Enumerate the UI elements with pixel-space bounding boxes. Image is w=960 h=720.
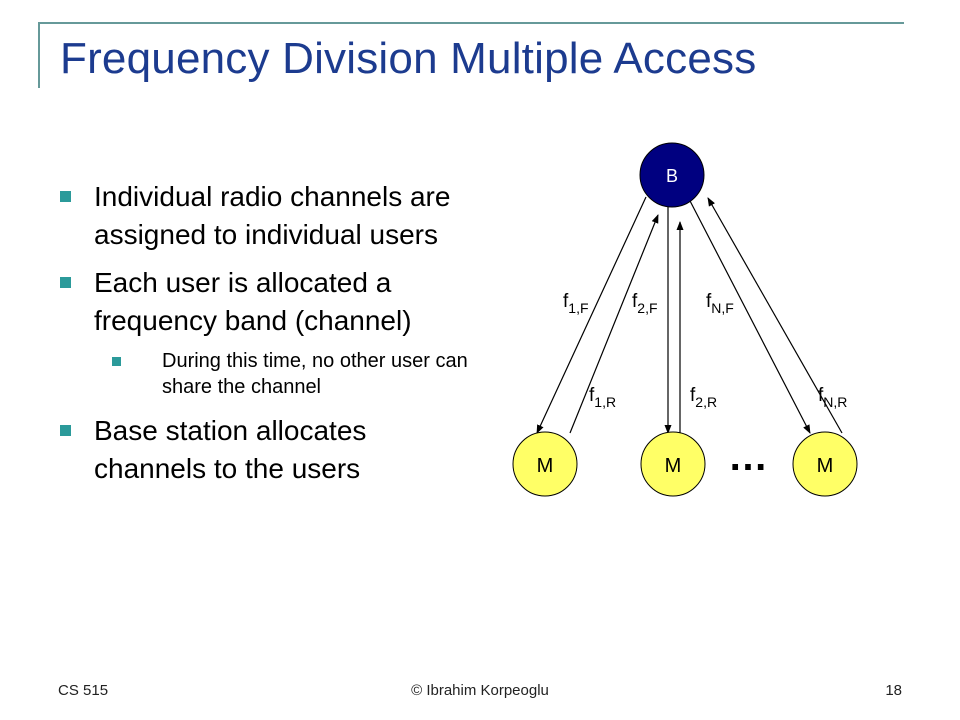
freq-label-sub: N,R [823, 394, 847, 410]
mobile-node [792, 431, 858, 497]
freq-label-main: f [818, 385, 824, 406]
freq-label-f2F: f2,F [632, 291, 658, 316]
link-fN-reverse [707, 197, 843, 434]
bullet-item: Individual radio channels are assigned t… [58, 178, 478, 254]
bullet-list: Individual radio channels are assigned t… [58, 178, 478, 498]
freq-label-main: f [563, 291, 569, 312]
freq-label-f2R: f2,R [690, 385, 717, 410]
freq-label-sub: 2,R [695, 394, 717, 410]
mobile-node [512, 431, 578, 497]
freq-label-main: f [632, 291, 638, 312]
footer-page-number: 18 [885, 682, 902, 699]
frame-vertical-line [38, 22, 40, 88]
mobile-node [640, 431, 706, 497]
ellipsis: … [728, 435, 768, 479]
freq-label-sub: N,F [711, 300, 734, 316]
freq-label-main: f [690, 385, 696, 406]
freq-label-sub: 1,R [594, 394, 616, 410]
bullet-item: Base station allocates channels to the u… [58, 412, 478, 488]
freq-label-f1F: f1,F [563, 291, 589, 316]
freq-label-f1R: f1,R [589, 385, 616, 410]
link-fN-forward [687, 196, 811, 434]
freq-label-main: f [706, 291, 712, 312]
base-station-node [639, 142, 705, 208]
frame-horizontal-line [38, 22, 904, 24]
mobile-label: M [537, 455, 554, 477]
link-f1-reverse [569, 214, 659, 434]
footer-course: CS 515 [58, 682, 109, 699]
link-f1-forward [536, 196, 647, 434]
slide-title: Frequency Division Multiple Access [60, 34, 757, 83]
footer-copyright: © Ibrahim Korpeoglu [411, 682, 549, 699]
freq-label-sub: 2,F [637, 300, 657, 316]
sub-bullet-item: During this time, no other user can shar… [112, 348, 478, 400]
mobile-label: M [665, 455, 682, 477]
bullet-item: Each user is allocated a frequency band … [58, 264, 478, 340]
mobile-label: M [817, 455, 834, 477]
freq-label-main: f [589, 385, 595, 406]
freq-label-fNF: fN,F [706, 291, 734, 316]
freq-label-sub: 1,F [568, 300, 588, 316]
freq-label-fNR: fN,R [818, 385, 847, 410]
base-station-label: B [666, 166, 678, 186]
